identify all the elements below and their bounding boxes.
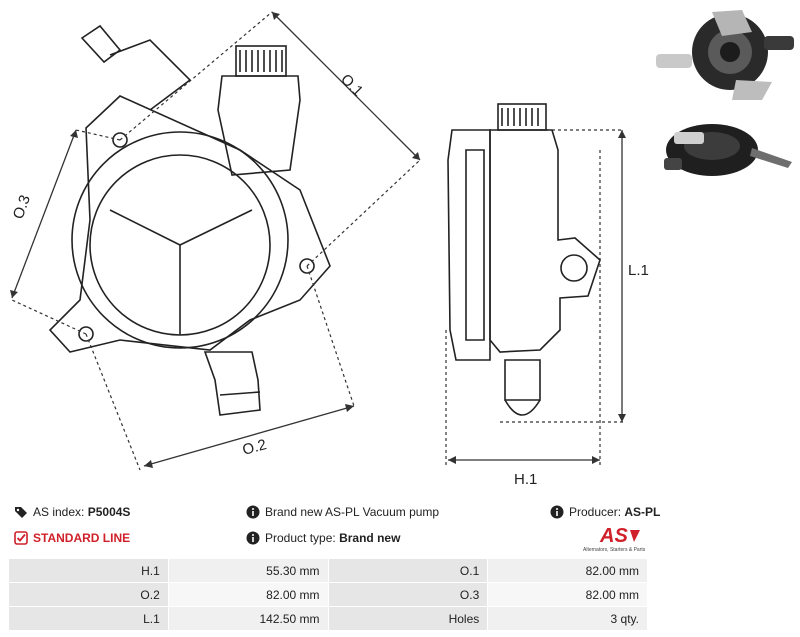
spec-label: H.1	[8, 558, 169, 583]
description: Brand new AS-PL Vacuum pump	[246, 505, 439, 519]
spec-label: L.1	[8, 606, 169, 631]
spec-label: O.1	[327, 558, 489, 583]
spec-value: 82.00 mm	[487, 582, 648, 607]
spec-value: 142.50 mm	[167, 606, 329, 631]
spec-value: 3 qty.	[487, 606, 648, 631]
producer-value: AS-PL	[624, 505, 661, 519]
producer-label: Producer:	[569, 505, 622, 519]
info-row-1: AS index: P5004S Brand new AS-PL Vacuum …	[14, 503, 786, 521]
info-icon	[550, 505, 564, 519]
spec-value: 55.30 mm	[167, 558, 329, 583]
technical-drawing: O.1 O.3 O.2 L.1 H.1	[10, 11, 649, 488]
as-index: AS index: P5004S	[14, 505, 130, 519]
checkbox-icon	[14, 531, 28, 545]
info-row-2: STANDARD LINE Product type: Brand new	[14, 529, 786, 547]
svg-text:Alternators, Starters & Parts: Alternators, Starters & Parts	[583, 547, 646, 553]
producer: Producer: AS-PL	[550, 505, 660, 519]
product-photo-front	[652, 2, 798, 106]
spec-label: O.3	[327, 582, 489, 607]
dim-label-o3: O.3	[10, 193, 34, 222]
spec-value: 82.00 mm	[167, 582, 329, 607]
as-pl-logo: AS Alternators, Starters & Parts	[583, 525, 646, 553]
spec-label: Holes	[327, 606, 489, 631]
description-text: Brand new AS-PL Vacuum pump	[265, 505, 440, 519]
product-type-value: Brand new	[339, 531, 401, 545]
spec-label: O.2	[8, 582, 169, 607]
spec-value: 82.00 mm	[487, 558, 648, 583]
as-index-label: AS index:	[33, 505, 85, 519]
standard-line-text: STANDARD LINE	[33, 531, 131, 545]
dim-label-o1: O.1	[337, 71, 366, 100]
tag-icon	[15, 507, 27, 518]
product-photo-side	[652, 108, 798, 188]
standard-line: STANDARD LINE	[14, 531, 130, 545]
dim-label-h1: H.1	[514, 471, 537, 488]
thread-top	[235, 45, 287, 77]
dim-label-o2: O.2	[241, 436, 269, 459]
as-index-value: P5004S	[87, 505, 131, 519]
product-type: Product type: Brand new	[246, 531, 400, 545]
info-icon	[246, 531, 260, 545]
svg-text:AS: AS	[599, 525, 628, 547]
product-type-label: Product type:	[265, 531, 336, 545]
info-icon	[246, 505, 260, 519]
dim-label-l1: L.1	[628, 262, 649, 279]
